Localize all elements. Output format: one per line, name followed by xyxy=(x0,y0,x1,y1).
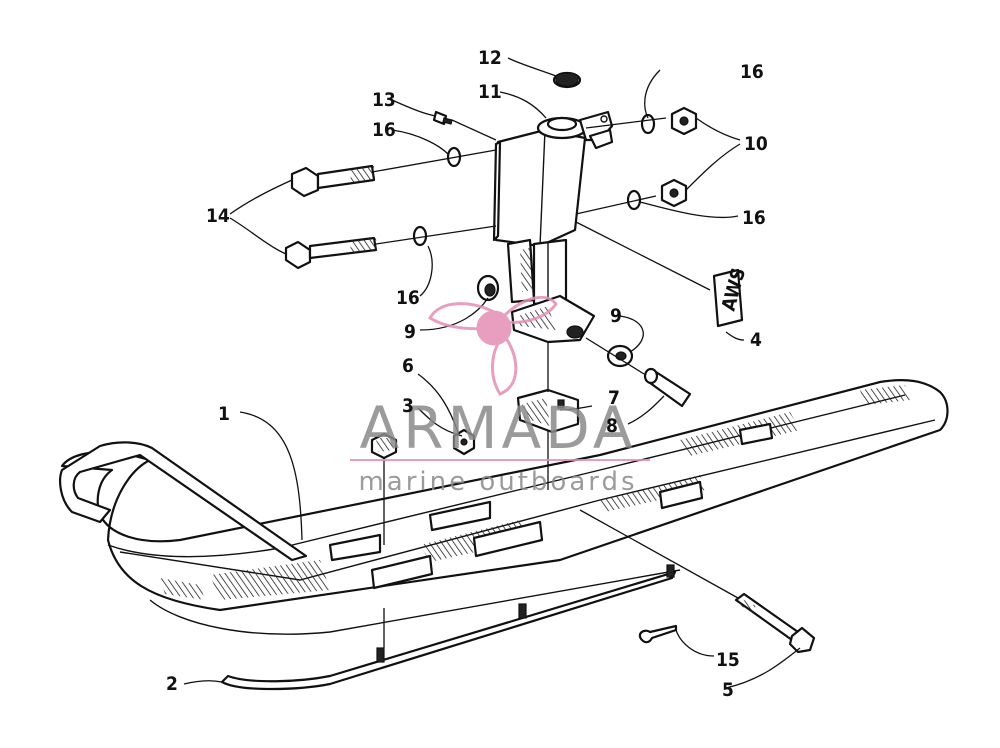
callout-8: 8 xyxy=(606,415,618,437)
propeller-icon xyxy=(427,295,558,396)
callout-14: 14 xyxy=(206,205,230,227)
hex-nut xyxy=(660,106,698,208)
aws-decal: AWS xyxy=(712,266,751,328)
bolt-5 xyxy=(734,592,816,654)
callout-11: 11 xyxy=(478,81,502,103)
callout-10: 10 xyxy=(744,133,768,155)
ski xyxy=(59,379,949,635)
watermark-tagline: marine outboards xyxy=(358,467,637,497)
callout-15: 15 xyxy=(716,649,740,671)
callout-4: 4 xyxy=(750,329,762,351)
spindle-assembly xyxy=(492,110,614,344)
nut-large xyxy=(370,432,398,460)
grease-fitting xyxy=(432,110,453,126)
callout-1: 1 xyxy=(218,403,230,425)
callout-6: 6 xyxy=(402,355,414,377)
callout-5: 5 xyxy=(722,679,734,701)
nut-small xyxy=(452,428,476,456)
callout-3: 3 xyxy=(402,395,414,417)
bolt-lower xyxy=(284,236,378,270)
callout-16-mid-right: 16 xyxy=(742,207,766,229)
bushing xyxy=(476,274,634,368)
watermark: ARMADA marine outboards xyxy=(350,295,650,497)
callout-12: 12 xyxy=(478,47,502,69)
saddle-bracket xyxy=(516,388,580,434)
callout-13: 13 xyxy=(372,89,396,111)
callout-16-lower-left: 16 xyxy=(396,287,420,309)
callout-9-right: 9 xyxy=(610,305,622,327)
callout-labels: 1 2 3 4 5 6 7 8 9 9 10 11 12 13 14 15 16… xyxy=(166,47,768,701)
callout-16-top-right: 16 xyxy=(740,61,764,83)
callout-9-left: 9 xyxy=(404,321,416,343)
cotter-pin xyxy=(638,624,678,644)
callout-2: 2 xyxy=(166,673,178,695)
leader-lines xyxy=(183,57,801,689)
grease-cap xyxy=(552,71,582,89)
bolt-upper xyxy=(290,164,376,198)
callout-16-top-left: 16 xyxy=(372,119,396,141)
wear-bar xyxy=(220,564,677,691)
watermark-brand: ARMADA xyxy=(359,394,636,462)
decal-text: AWS xyxy=(718,266,751,314)
callout-7: 7 xyxy=(608,387,620,409)
sleeve xyxy=(643,367,692,408)
